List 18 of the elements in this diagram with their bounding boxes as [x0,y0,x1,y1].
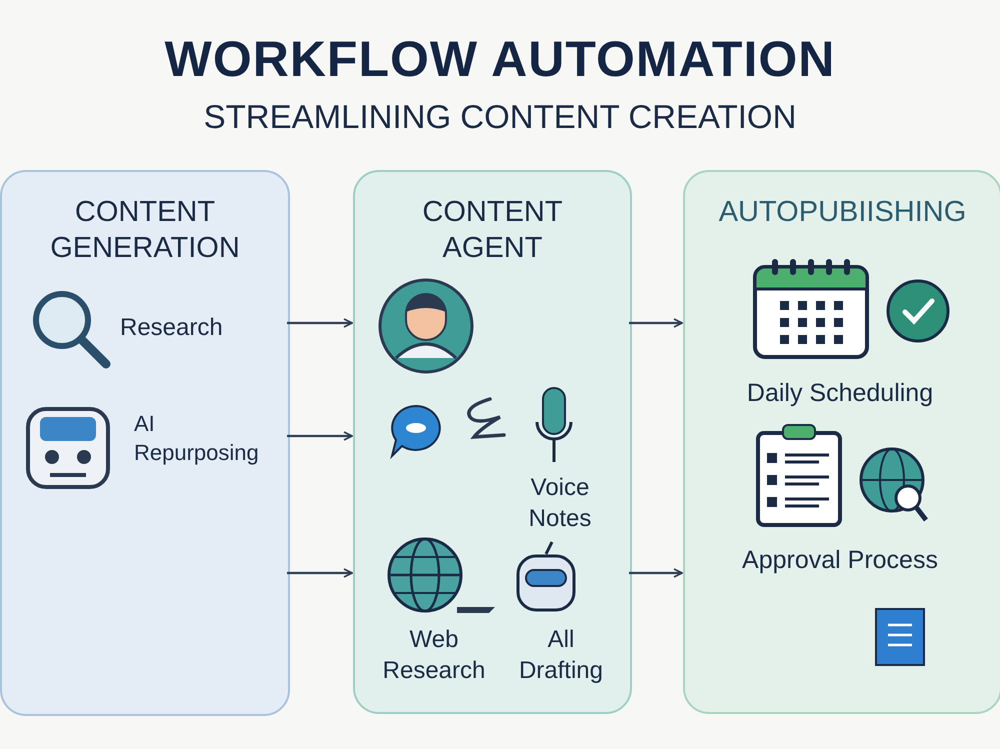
arrow [287,568,353,578]
panel-heading: CONTENT AGENT [421,195,564,266]
item-label: Daily Scheduling [705,377,975,410]
item-label: Research [120,312,270,344]
item-label: All Drafting [503,624,619,686]
arrow [287,318,353,328]
arrow [629,568,683,578]
item-label: AI Repurposing [134,410,270,468]
title: WORKFLOW AUTOMATION [164,30,836,88]
arrow [287,431,353,441]
item-label: Web Research [369,624,499,686]
arrow [629,318,683,328]
item-label: Approval Process [705,544,975,576]
subtitle: STREAMLINING CONTENT CREATION [202,98,798,136]
panel-heading: CONTENT GENERATION [49,195,241,266]
panel-heading: AUTOPUBIISHING [718,195,968,230]
item-label: Voice Notes [515,472,605,534]
panel [0,170,290,716]
